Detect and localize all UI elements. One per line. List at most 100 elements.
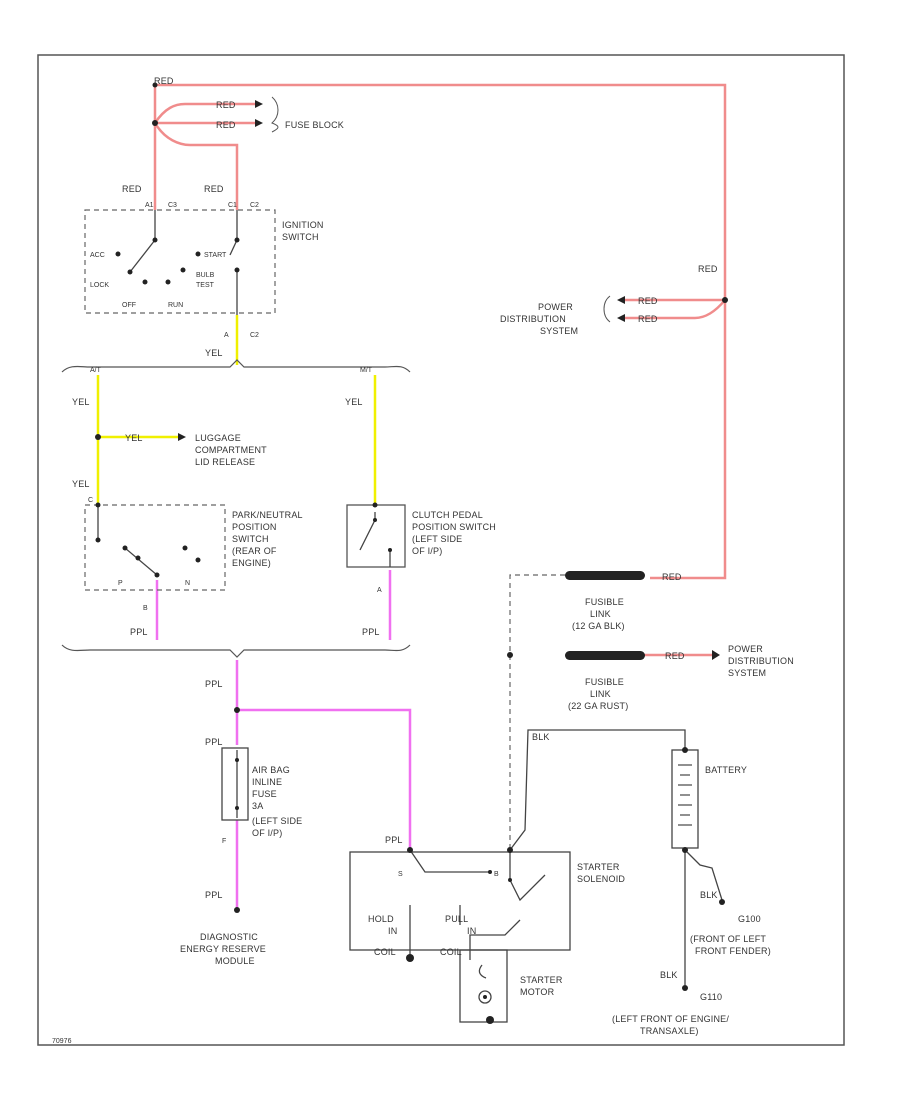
wire-color-label: PPL xyxy=(205,737,223,747)
variant-label: A/T xyxy=(90,367,102,374)
pull-coil-label: IN xyxy=(467,926,476,936)
wire-color-label: RED xyxy=(204,184,224,194)
wire-color-label: PPL xyxy=(362,627,380,637)
power-distribution-arrows xyxy=(603,295,728,323)
pin-label: B xyxy=(494,871,499,878)
wire-color-label: RED xyxy=(216,100,236,110)
pin-label: A xyxy=(377,587,382,594)
fusible-link-dashed-path xyxy=(509,574,565,850)
battery-label: BATTERY xyxy=(705,765,747,775)
park-neutral-switch-box xyxy=(84,504,226,591)
airbag-fuse-label: OF I/P) xyxy=(252,828,282,838)
switch-position-label: OFF xyxy=(122,302,136,309)
wire-color-label: RED xyxy=(122,184,142,194)
fuse-block-arrows xyxy=(152,82,279,133)
clutch-switch-label: CLUTCH PEDAL xyxy=(412,510,483,520)
pin-label: F xyxy=(222,838,226,845)
blk-wire-battery-g100 xyxy=(684,849,723,901)
wire-color-label: YEL xyxy=(72,397,90,407)
fusible-link-2 xyxy=(565,651,645,660)
arrow-fl2 xyxy=(712,650,720,660)
starter-motor-symbol xyxy=(478,964,494,1024)
luggage-release-label: COMPARTMENT xyxy=(195,445,267,455)
battery-negative xyxy=(682,847,688,853)
fuse-block-label: FUSE BLOCK xyxy=(285,120,344,130)
fusible-link-1 xyxy=(565,571,645,580)
purple-wire-starter xyxy=(237,708,412,848)
red-wire-ign2 xyxy=(153,122,239,210)
pin-label: C3 xyxy=(168,202,177,209)
clutch-switch-label: (LEFT SIDE xyxy=(412,534,462,544)
airbag-fuse-label: INLINE xyxy=(252,777,282,787)
fusible-link-label: (22 GA RUST) xyxy=(568,701,628,711)
wire-color-label: PPL xyxy=(205,890,223,900)
pin-label: C xyxy=(88,497,93,504)
fusible-link-label: LINK xyxy=(590,609,611,619)
splice-ppl xyxy=(234,707,240,713)
figure-id: 70976 xyxy=(52,1038,72,1045)
starter-solenoid-contacts xyxy=(406,847,513,962)
luggage-connections xyxy=(95,433,186,441)
starter-motor-label: MOTOR xyxy=(520,987,555,997)
wire-color-label: YEL xyxy=(205,348,223,358)
wire-color-label: PPL xyxy=(385,835,403,845)
ground-label: G110 xyxy=(700,992,722,1002)
splice-dashed xyxy=(507,652,513,658)
park-neutral-label: PARK/NEUTRAL xyxy=(232,510,303,520)
wire-color-label: YEL xyxy=(125,433,143,443)
wire-color-label: RED xyxy=(665,651,685,661)
park-neutral-label: ENGINE) xyxy=(232,558,271,568)
splice-bracket-top xyxy=(61,359,411,373)
wire-color-label: RED xyxy=(154,76,174,86)
pin-label: B xyxy=(143,605,148,612)
park-neutral-label: (REAR OF xyxy=(232,546,277,556)
pin-label: A xyxy=(224,332,229,339)
wire-color-label: BLK xyxy=(532,732,550,742)
diag-module-label: DIAGNOSTIC xyxy=(200,932,258,942)
ignition-switch-contacts xyxy=(115,237,240,285)
red-wire-fb1 xyxy=(153,102,255,124)
pin-label: S xyxy=(398,871,403,878)
starter-solenoid-label: STARTER xyxy=(577,862,620,872)
hold-coil-label: IN xyxy=(388,926,397,936)
luggage-release-label: LUGGAGE xyxy=(195,433,241,443)
clutch-switch-box xyxy=(346,504,406,568)
ignition-switch-label: IGNITION xyxy=(282,220,324,230)
switch-position-label: BULB xyxy=(196,272,215,279)
hold-coil-label: COIL xyxy=(374,947,396,957)
ground-label: G100 xyxy=(738,914,761,924)
park-neutral-switch-internals xyxy=(95,502,201,578)
diag-module-label: MODULE xyxy=(215,956,255,966)
ground-location-label: FRONT FENDER) xyxy=(695,946,771,956)
power-distribution-label: DISTRIBUTION xyxy=(500,314,566,324)
battery-cells xyxy=(678,764,692,826)
ground-location-label: TRANSAXLE) xyxy=(640,1026,699,1036)
splice-bracket-bottom xyxy=(61,644,411,658)
park-neutral-label: SWITCH xyxy=(232,534,269,544)
starter-motor-label: STARTER xyxy=(520,975,563,985)
switch-position-label: RUN xyxy=(168,302,183,309)
fusible-link-label: LINK xyxy=(590,689,611,699)
wire-color-label: BLK xyxy=(660,970,678,980)
ground-location-label: (LEFT FRONT OF ENGINE/ xyxy=(612,1014,729,1024)
starter-solenoid-internals xyxy=(409,849,546,960)
park-neutral-label: POSITION xyxy=(232,522,277,532)
fusible-link-label: FUSIBLE xyxy=(585,677,624,687)
clutch-switch-internals xyxy=(359,502,392,567)
blk-wire-batt-starter xyxy=(509,729,686,851)
wire-color-label: RED xyxy=(662,572,682,582)
switch-position-label: ACC xyxy=(90,252,105,259)
power-distribution-label: POWER xyxy=(538,302,573,312)
pin-label: C2 xyxy=(250,202,259,209)
airbag-fuse-box xyxy=(221,747,249,821)
diag-module-dot xyxy=(234,907,240,913)
wire-color-label: PPL xyxy=(205,679,223,689)
ignition-switch-label: SWITCH xyxy=(282,232,319,242)
purple-wires xyxy=(155,570,412,910)
text-labels: RED RED RED FUSE BLOCK RED RED A1 C3 C1 … xyxy=(52,76,794,1045)
wire-color-label: RED xyxy=(698,264,718,274)
ground-g100 xyxy=(719,899,725,905)
wire-color-label: YEL xyxy=(345,397,363,407)
ignition-switch-box xyxy=(84,209,276,314)
